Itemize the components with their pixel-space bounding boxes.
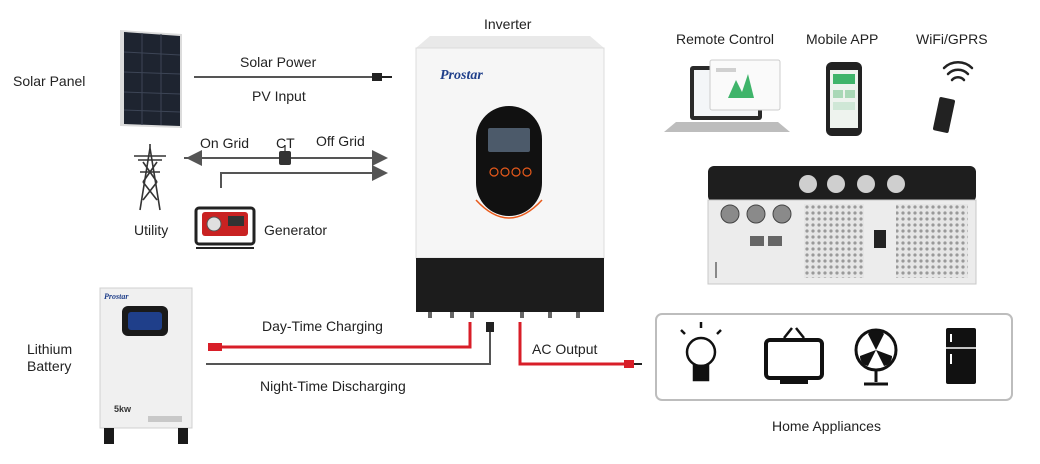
pv-input-label: PV Input [252, 88, 306, 104]
inverter-icon [415, 36, 605, 318]
night-discharging-label: Night-Time Discharging [260, 378, 406, 394]
ct-label: CT [276, 135, 295, 151]
ct-clamp-icon [279, 145, 291, 165]
utility-label: Utility [134, 222, 169, 238]
battery-label: Battery [27, 358, 72, 374]
generator-icon [194, 206, 256, 249]
home-appliances-panel [655, 313, 1013, 401]
pv-input-line [194, 73, 392, 81]
ac-output-line [518, 322, 642, 368]
laptop-icon [664, 59, 790, 132]
off-grid-label: Off Grid [316, 133, 365, 149]
inverter-label: Inverter [484, 16, 532, 32]
on-grid-label: On Grid [200, 135, 250, 151]
battery-brand-logo: Prostar [104, 292, 129, 301]
lithium-label: Lithium [27, 341, 73, 357]
grid-line [184, 145, 388, 166]
wifi-dongle-icon [933, 61, 974, 133]
day-charging-line [208, 322, 472, 351]
tv-icon [764, 327, 824, 384]
wifi-gprs-label: WiFi/GPRS [916, 31, 988, 47]
generator-label: Generator [264, 222, 328, 238]
fan-icon [854, 328, 898, 386]
utility-tower-icon [134, 144, 166, 211]
light-bulb-icon [680, 322, 722, 382]
remote-control-label: Remote Control [676, 31, 775, 47]
day-charging-label: Day-Time Charging [262, 318, 383, 334]
inverter-brand-logo: Prostar [440, 68, 483, 83]
mobile-app-label: Mobile APP [806, 31, 879, 47]
lithium-battery-icon [99, 287, 193, 444]
phone-icon [826, 62, 862, 136]
fridge-icon [946, 328, 976, 384]
solar-panel-icon [120, 30, 182, 128]
ac-output-label: AC Output [532, 341, 598, 357]
solar-power-label: Solar Power [240, 54, 317, 70]
night-discharging-line [206, 322, 494, 365]
generator-line [220, 165, 388, 188]
solar-panel-label: Solar Panel [13, 73, 86, 89]
inverter-rear-icon [707, 166, 977, 285]
home-appliances-label: Home Appliances [772, 418, 881, 434]
battery-capacity: 5kw [114, 404, 132, 414]
